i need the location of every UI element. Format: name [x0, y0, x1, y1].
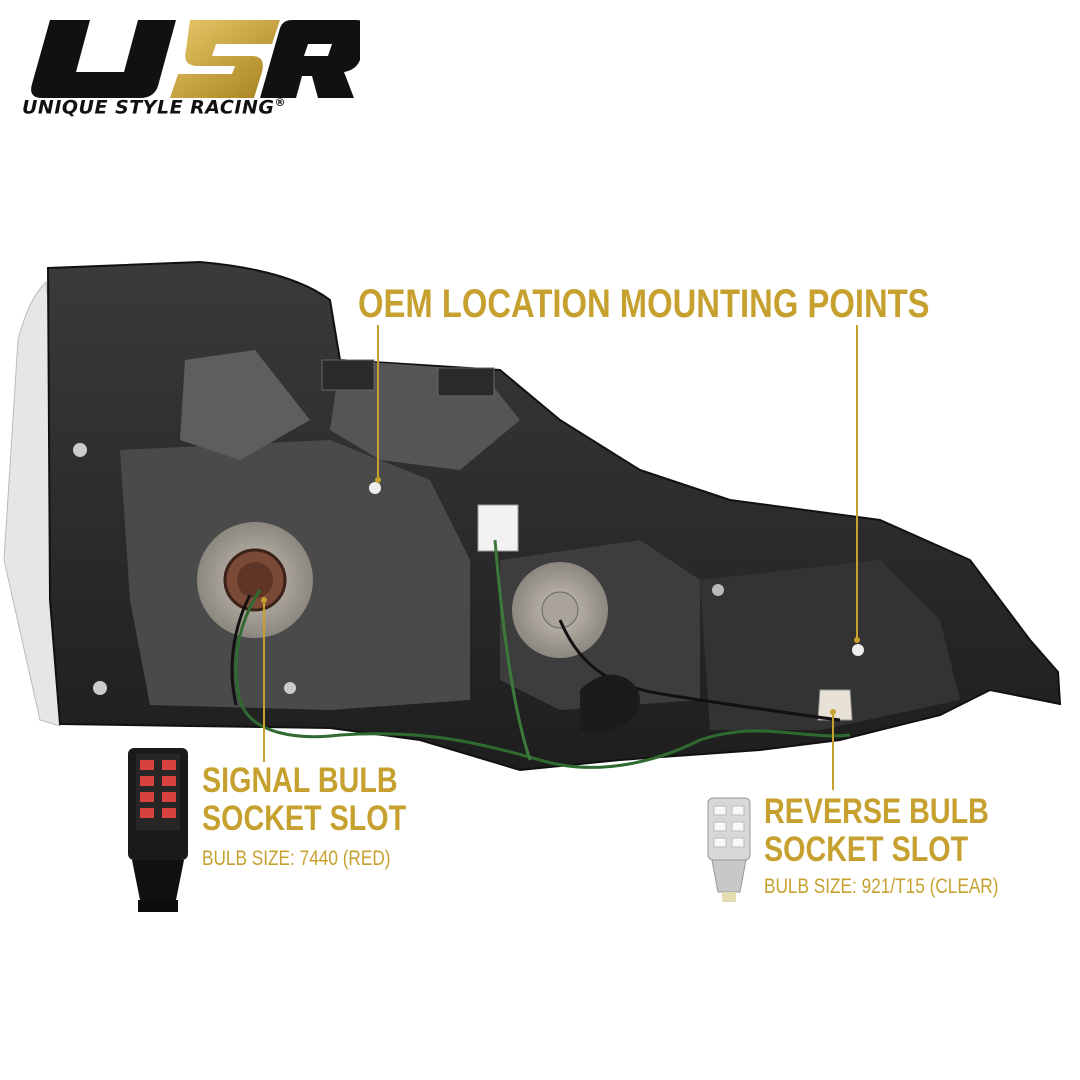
reverse-socket: [817, 689, 853, 721]
wire-connector: [477, 504, 519, 552]
mounting-tab: [321, 359, 375, 391]
screw: [284, 682, 296, 694]
logo-letter-s: [170, 20, 280, 98]
mounting-tab: [437, 367, 495, 397]
brand-name: UNIQUE STYLE RACING®: [22, 96, 286, 119]
logo-letter-u: [31, 20, 176, 98]
red-led-bulb-7440: [128, 748, 188, 912]
logo-letter-r: [260, 20, 360, 98]
mounting-point: [369, 482, 381, 494]
clear-led-bulb-921: [707, 797, 751, 902]
mounting-points-label: OEM LOCATION MOUNTING POINTS: [358, 282, 930, 326]
reverse-bulb-size: BULB SIZE: 921/T15 (CLEAR): [764, 875, 999, 898]
reverse-socket-label: REVERSE BULB SOCKET SLOT: [764, 792, 989, 869]
signal-bulb-size: BULB SIZE: 7440 (RED): [202, 847, 391, 870]
screw: [73, 443, 87, 457]
signal-socket-label: SIGNAL BULB SOCKET SLOT: [202, 761, 407, 838]
screw: [93, 681, 107, 695]
signal-wire: [234, 589, 851, 769]
usr-logo: [31, 20, 360, 98]
mounting-point: [852, 644, 864, 656]
chrome-lens-edge: [3, 280, 61, 727]
screw: [712, 584, 724, 596]
center-wire: [493, 539, 532, 761]
